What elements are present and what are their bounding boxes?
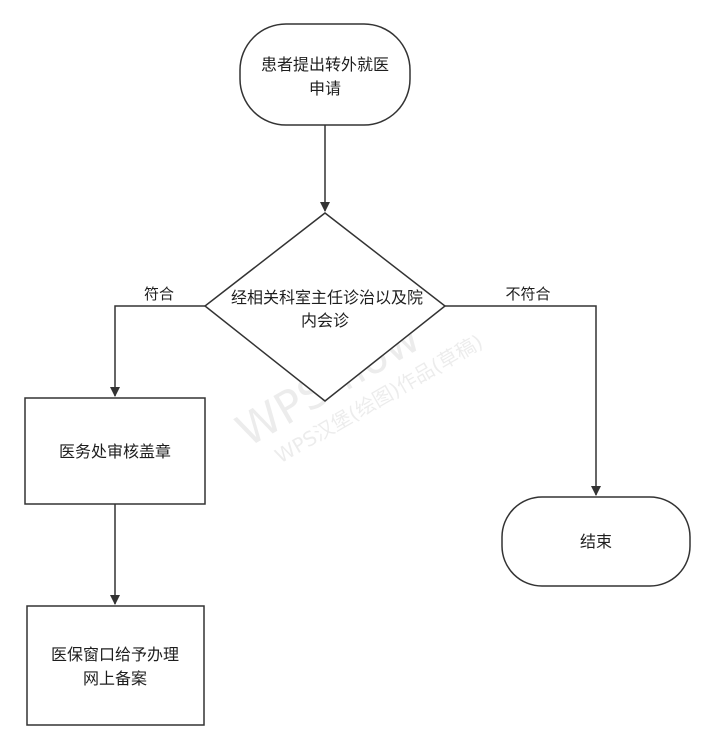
edge-label-yes: 符合 xyxy=(144,285,174,303)
filing-node-shape xyxy=(26,605,205,726)
review-node-shape xyxy=(24,397,206,505)
filing-node: 医保窗口给予办理 网上备案 xyxy=(26,605,205,726)
edge-decision-to-end xyxy=(445,305,601,496)
start-node-line1: 患者提出转外就医 xyxy=(261,55,389,74)
start-node-shape xyxy=(239,23,411,126)
edge-label-no: 不符合 xyxy=(505,285,550,303)
decision-node-shape xyxy=(203,212,447,402)
edge-decision-to-review xyxy=(110,305,205,397)
end-node: 结束 xyxy=(501,496,691,587)
end-node-label: 结束 xyxy=(580,532,612,551)
start-node-line2: 申请 xyxy=(309,79,341,98)
decision-node-line1: 经相关科室主任诊治以及院 xyxy=(231,288,423,307)
filing-node-line2: 网上备案 xyxy=(83,669,147,688)
decision-node: 经相关科室主任诊治以及院 内会诊 xyxy=(203,212,447,402)
decision-node-line2: 内会诊 xyxy=(301,311,349,330)
review-node: 医务处审核盖章 xyxy=(24,397,206,505)
start-node: 患者提出转外就医 申请 xyxy=(239,23,411,126)
filing-node-line1: 医保窗口给予办理 xyxy=(51,645,179,664)
review-node-label: 医务处审核盖章 xyxy=(59,442,171,461)
edges xyxy=(110,125,601,605)
end-node-shape xyxy=(501,496,691,587)
